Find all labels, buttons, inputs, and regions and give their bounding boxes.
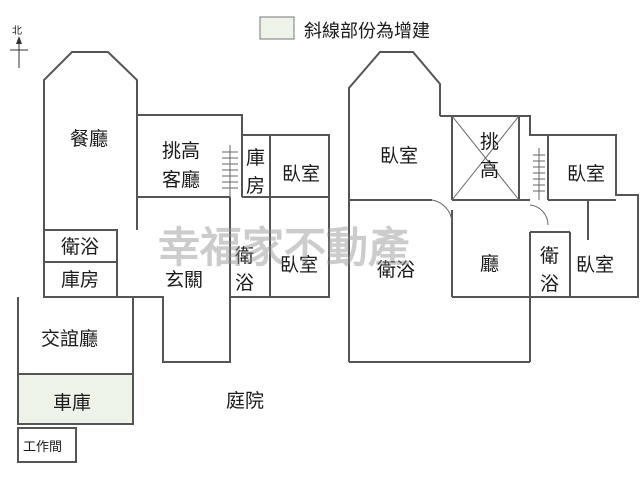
legend-label: 斜線部份為增建	[304, 21, 430, 42]
car-garage-addition	[17, 373, 134, 425]
watermark-text: 幸福家不動產	[158, 223, 410, 272]
room-living-line1: 挑高	[162, 140, 200, 162]
room-hall: 廳	[480, 253, 499, 275]
room-storage-a: 庫房	[61, 269, 99, 291]
room-bath-b-line2: 浴	[235, 272, 254, 294]
door-swing-icon	[431, 199, 453, 223]
room-bedroom-c: 臥室	[380, 145, 418, 167]
room-workshop: 工作間	[23, 440, 62, 455]
open-void-icon	[451, 115, 520, 201]
room-bedroom-a: 臥室	[282, 163, 320, 185]
right-building	[348, 51, 639, 363]
room-bath-d-line2: 浴	[540, 273, 559, 295]
room-foyer: 玄關	[165, 269, 203, 291]
room-dining: 餐廳	[70, 128, 108, 150]
room-bath-d-line1: 衛	[540, 245, 559, 267]
room-bath-b-line1: 衛	[235, 245, 254, 267]
room-living-line2: 客廳	[162, 169, 200, 191]
door-swing-icon	[529, 204, 549, 226]
stair-icon	[222, 145, 238, 197]
north-arrow-icon	[10, 36, 28, 68]
room-garage-a-line2: 房	[246, 175, 265, 197]
room-bedroom-e: 臥室	[576, 254, 614, 276]
legend-swatch	[259, 16, 295, 40]
room-lounge: 交誼廳	[41, 328, 98, 350]
room-courtyard: 庭院	[226, 390, 264, 412]
room-high-line1: 挑	[480, 131, 499, 153]
left-building	[17, 51, 330, 463]
room-bedroom-b: 臥室	[280, 254, 318, 276]
room-bath-c: 衛浴	[377, 259, 415, 281]
room-garage-a-line1: 庫	[246, 147, 265, 169]
north-label: 北	[12, 25, 22, 37]
room-high-line2: 高	[480, 159, 499, 181]
room-bedroom-d: 臥室	[567, 163, 605, 185]
room-car-garage: 車庫	[53, 392, 91, 414]
room-bath-a: 衛浴	[61, 236, 99, 258]
stair-icon	[533, 148, 545, 200]
